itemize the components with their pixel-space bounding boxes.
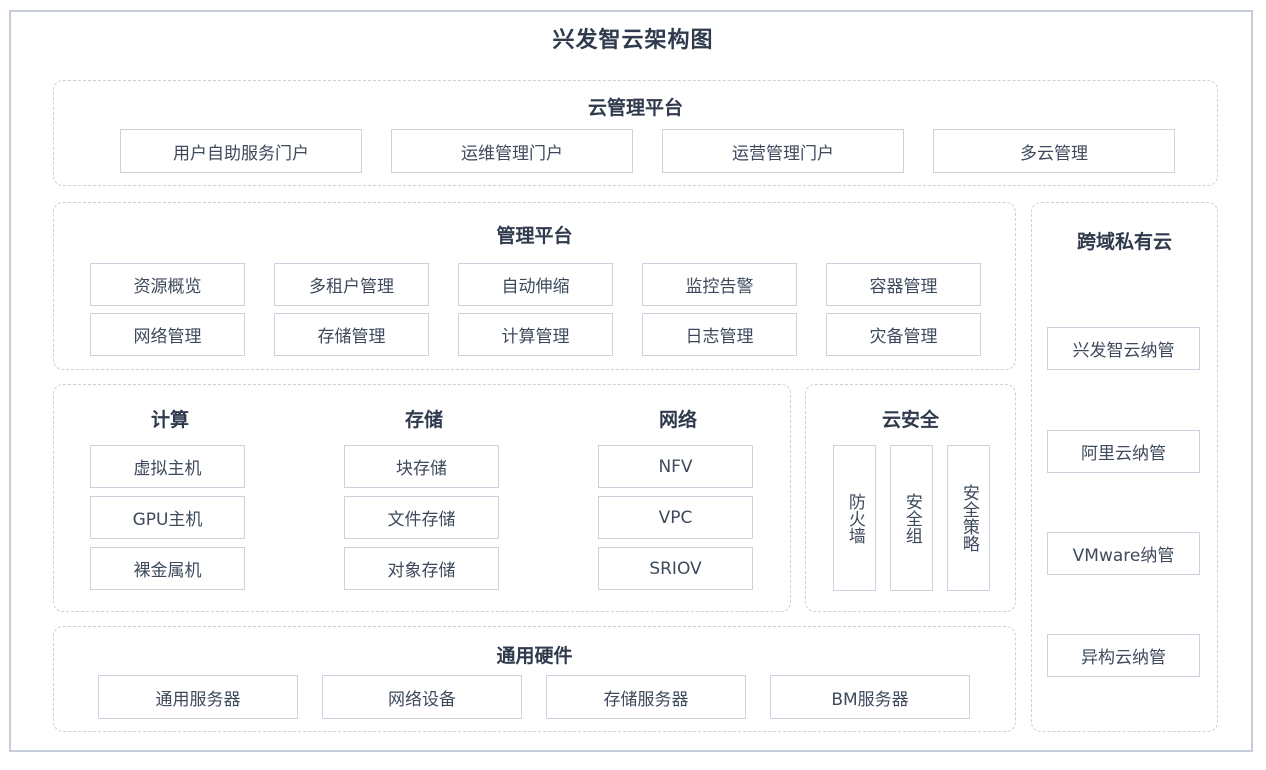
- multi-cloud-management: 多云管理: [933, 129, 1175, 173]
- monitoring-alerts: 监控告警: [642, 263, 797, 306]
- network-title: 网络: [658, 409, 697, 431]
- log-management: 日志管理: [642, 313, 797, 356]
- network-device: 网络设备: [322, 675, 522, 719]
- aliyun-management: 阿里云纳管: [1047, 430, 1200, 473]
- general-server: 通用服务器: [98, 675, 298, 719]
- hardware-panel: 通用硬件 通用服务器 网络设备 存储服务器 BM服务器: [53, 626, 1016, 732]
- security-group: 安全组: [890, 445, 933, 591]
- disaster-recovery-management: 灾备管理: [826, 313, 981, 356]
- security-policy: 安全策略: [947, 445, 990, 591]
- object-storage: 对象存储: [344, 547, 499, 590]
- multi-tenant-management: 多租户管理: [274, 263, 429, 306]
- management-platform-panel: 管理平台 资源概览 多租户管理 自动伸缩 监控告警 容器管理 网络管理 存储管理…: [53, 202, 1016, 370]
- compute-management: 计算管理: [458, 313, 613, 356]
- compute-title: 计算: [150, 409, 189, 431]
- block-storage: 块存储: [344, 445, 499, 488]
- nfv: NFV: [598, 445, 753, 488]
- infrastructure-panel: 计算 存储 网络 虚拟主机 GPU主机 裸金属机 块存储 文件存储 对象存储 N…: [53, 384, 791, 612]
- file-storage: 文件存储: [344, 496, 499, 539]
- virtual-host: 虚拟主机: [90, 445, 245, 488]
- diagram-title: 兴发智云架构图: [552, 28, 714, 53]
- private-cloud-title: 跨域私有云: [1076, 231, 1172, 253]
- cloud-security-panel: 云安全 防火墙 安全组 安全策略: [805, 384, 1016, 612]
- self-service-portal: 用户自助服务门户: [120, 129, 362, 173]
- private-cloud-panel: 跨域私有云 兴发智云纳管 阿里云纳管 VMware纳管 异构云纳管: [1031, 202, 1218, 732]
- management-platform-title: 管理平台: [496, 225, 573, 247]
- sriov: SRIOV: [598, 547, 753, 590]
- cloud-management-panel: 云管理平台 用户自助服务门户 运维管理门户 运营管理门户 多云管理: [53, 80, 1218, 186]
- hardware-title: 通用硬件: [496, 645, 573, 667]
- xingfa-cloud-management: 兴发智云纳管: [1047, 327, 1200, 370]
- ops-portal: 运维管理门户: [391, 129, 633, 173]
- gpu-host: GPU主机: [90, 496, 245, 539]
- bare-metal-host: 裸金属机: [90, 547, 245, 590]
- cloud-security-title: 云安全: [881, 409, 939, 431]
- vpc: VPC: [598, 496, 753, 539]
- storage-server: 存储服务器: [546, 675, 746, 719]
- vmware-management: VMware纳管: [1047, 532, 1200, 575]
- heterogeneous-cloud-management: 异构云纳管: [1047, 634, 1200, 677]
- firewall: 防火墙: [833, 445, 876, 591]
- operations-portal: 运营管理门户: [662, 129, 904, 173]
- cloud-management-title: 云管理平台: [587, 97, 683, 119]
- storage-management: 存储管理: [274, 313, 429, 356]
- network-management: 网络管理: [90, 313, 245, 356]
- bm-server: BM服务器: [770, 675, 970, 719]
- auto-scaling: 自动伸缩: [458, 263, 613, 306]
- storage-title: 存储: [404, 409, 443, 431]
- resource-overview: 资源概览: [90, 263, 245, 306]
- container-management: 容器管理: [826, 263, 981, 306]
